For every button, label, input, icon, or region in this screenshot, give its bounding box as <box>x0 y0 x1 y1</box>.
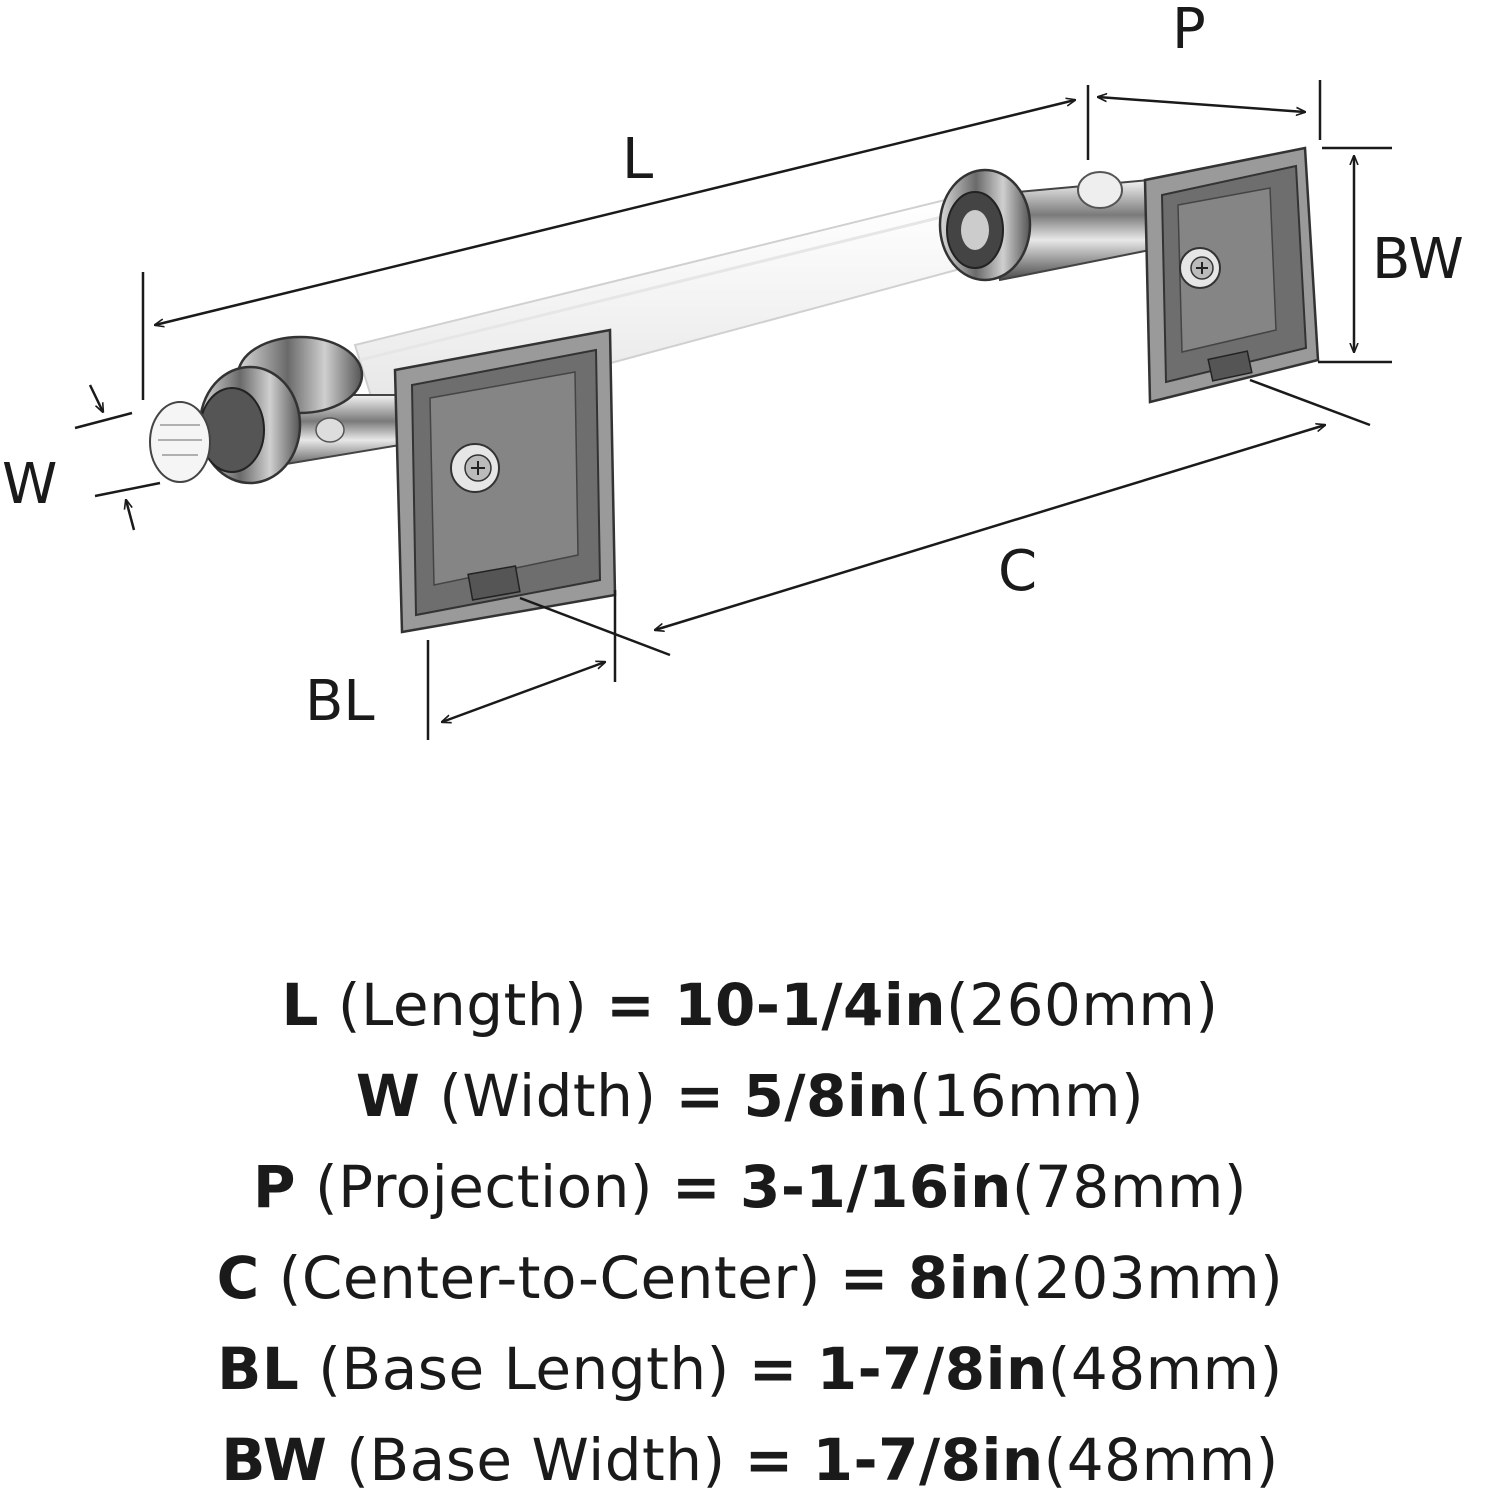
spec-metric: (48mm) <box>1043 1426 1279 1494</box>
spec-metric: (203mm) <box>1010 1244 1284 1312</box>
spec-name: (Width) <box>439 1062 657 1130</box>
label-w: W <box>2 452 57 517</box>
spec-line-center-to-center: C (Center-to-Center) = 8in(203mm) <box>0 1233 1500 1324</box>
spec-list: L (Length) = 10-1/4in(260mm) W (Width) =… <box>0 960 1500 1506</box>
spec-equals: = <box>675 1062 725 1130</box>
spec-metric: (78mm) <box>1011 1153 1247 1221</box>
spec-imperial: 10-1/4in <box>674 971 947 1039</box>
spec-code: L <box>281 971 319 1039</box>
spec-code: C <box>216 1244 260 1312</box>
spec-line-width: W (Width) = 5/8in(16mm) <box>0 1051 1500 1142</box>
spec-equals: = <box>671 1153 722 1221</box>
spec-line-projection: P (Projection) = 3-1/16in(78mm) <box>0 1142 1500 1233</box>
label-p: P <box>1172 0 1206 62</box>
dimension-lines <box>74 80 1392 740</box>
spec-name: (Length) <box>337 971 588 1039</box>
label-bw: BW <box>1372 227 1464 292</box>
spec-metric: (16mm) <box>909 1062 1145 1130</box>
spec-imperial: 5/8in <box>743 1062 910 1130</box>
label-c: C <box>998 539 1037 604</box>
spec-metric: (48mm) <box>1047 1335 1283 1403</box>
spec-name: (Projection) <box>314 1153 654 1221</box>
left-base-block <box>393 328 617 634</box>
spec-equals: = <box>606 971 656 1039</box>
spec-line-base-length: BL (Base Length) = 1-7/8in(48mm) <box>0 1324 1500 1415</box>
spec-name: (Center-to-Center) <box>278 1244 821 1312</box>
spec-metric: (260mm) <box>946 971 1219 1039</box>
dimension-diagram: L P BW W C BL <box>2 0 1464 740</box>
spec-imperial: 8in <box>907 1244 1011 1312</box>
spec-code: BL <box>217 1335 300 1403</box>
spec-line-base-width: BW (Base Width) = 1-7/8in(48mm) <box>0 1415 1500 1506</box>
spec-imperial: 3-1/16in <box>740 1153 1012 1221</box>
spec-imperial: 1-7/8in <box>812 1426 1044 1494</box>
spec-code: W <box>355 1062 421 1130</box>
spec-imperial: 1-7/8in <box>816 1335 1048 1403</box>
right-post <box>938 168 1151 282</box>
label-bl: BL <box>305 669 375 734</box>
left-post <box>149 335 401 485</box>
spec-name: (Base Length) <box>318 1335 730 1403</box>
right-base-block <box>1143 146 1320 404</box>
spec-line-length: L (Length) = 10-1/4in(260mm) <box>0 960 1500 1051</box>
spec-equals: = <box>839 1244 889 1312</box>
spec-equals: = <box>748 1335 798 1403</box>
spec-code: BW <box>221 1426 328 1494</box>
spec-name: (Base Width) <box>346 1426 726 1494</box>
spec-equals: = <box>744 1426 794 1494</box>
label-l: L <box>622 127 653 192</box>
spec-code: P <box>253 1153 297 1221</box>
